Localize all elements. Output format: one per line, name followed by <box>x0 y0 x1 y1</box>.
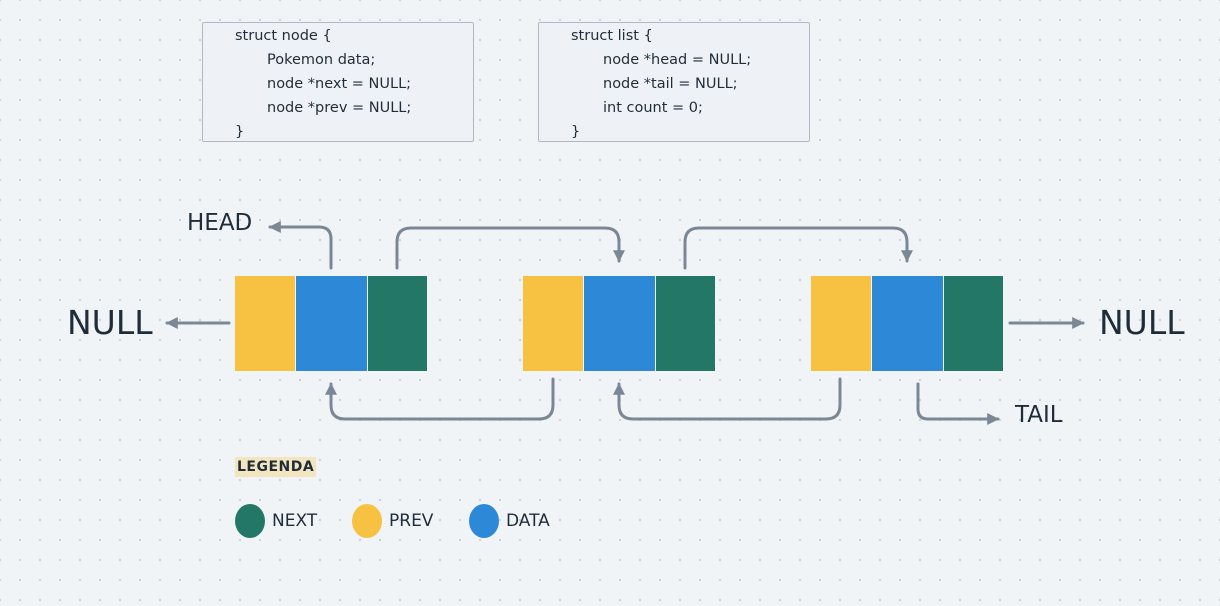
legend-dot-data <box>469 504 499 538</box>
legend-item-data: DATA <box>469 503 550 539</box>
code-line: } <box>571 124 581 140</box>
null-left-label: NULL <box>67 303 153 342</box>
code-line: int count = 0; <box>603 100 703 116</box>
tail-label: TAIL <box>1015 402 1063 428</box>
node-3-data-cell <box>872 276 943 371</box>
legend-label: PREV <box>389 511 434 531</box>
struct-node-code-box: struct node { Pokemon data; node *next =… <box>202 22 474 142</box>
code-line: struct list { <box>571 28 653 44</box>
legend-label: DATA <box>506 511 550 531</box>
code-line: struct node { <box>235 28 332 44</box>
code-line: node *tail = NULL; <box>603 76 738 92</box>
prev-arrow-3-2 <box>613 377 842 421</box>
code-line: } <box>235 124 245 140</box>
struct-list-code-box: struct list { node *head = NULL; node *t… <box>538 22 810 142</box>
node-2-data-cell <box>584 276 655 371</box>
code-line: node *next = NULL; <box>267 76 412 92</box>
legend-title: LEGENDA <box>235 457 317 477</box>
legend-item-prev: PREV <box>352 503 433 539</box>
node-1-next-cell <box>368 276 427 371</box>
head-arrow <box>268 221 333 270</box>
node-3-prev-cell <box>811 276 871 371</box>
legend-dot-next <box>235 504 265 538</box>
head-label: HEAD <box>187 210 253 236</box>
prev-arrow-2-1 <box>325 377 555 421</box>
code-line: Pokemon data; <box>267 52 376 68</box>
node-2-prev-cell <box>523 276 583 371</box>
legend-item-next: NEXT <box>235 503 317 539</box>
node-2-next-cell <box>656 276 715 371</box>
code-line: node *head = NULL; <box>603 52 752 68</box>
node-1-data-cell <box>296 276 367 371</box>
node-3-next-cell <box>944 276 1003 371</box>
null-right-label: NULL <box>1099 303 1185 342</box>
node-1-prev-cell <box>235 276 295 371</box>
code-line: node *prev = NULL; <box>267 100 412 116</box>
legend-dot-prev <box>352 504 382 538</box>
tail-arrow <box>916 382 1000 425</box>
next-arrow-1-2 <box>395 226 625 270</box>
legend-label: NEXT <box>272 511 318 531</box>
next-arrow-2-3 <box>683 226 913 270</box>
